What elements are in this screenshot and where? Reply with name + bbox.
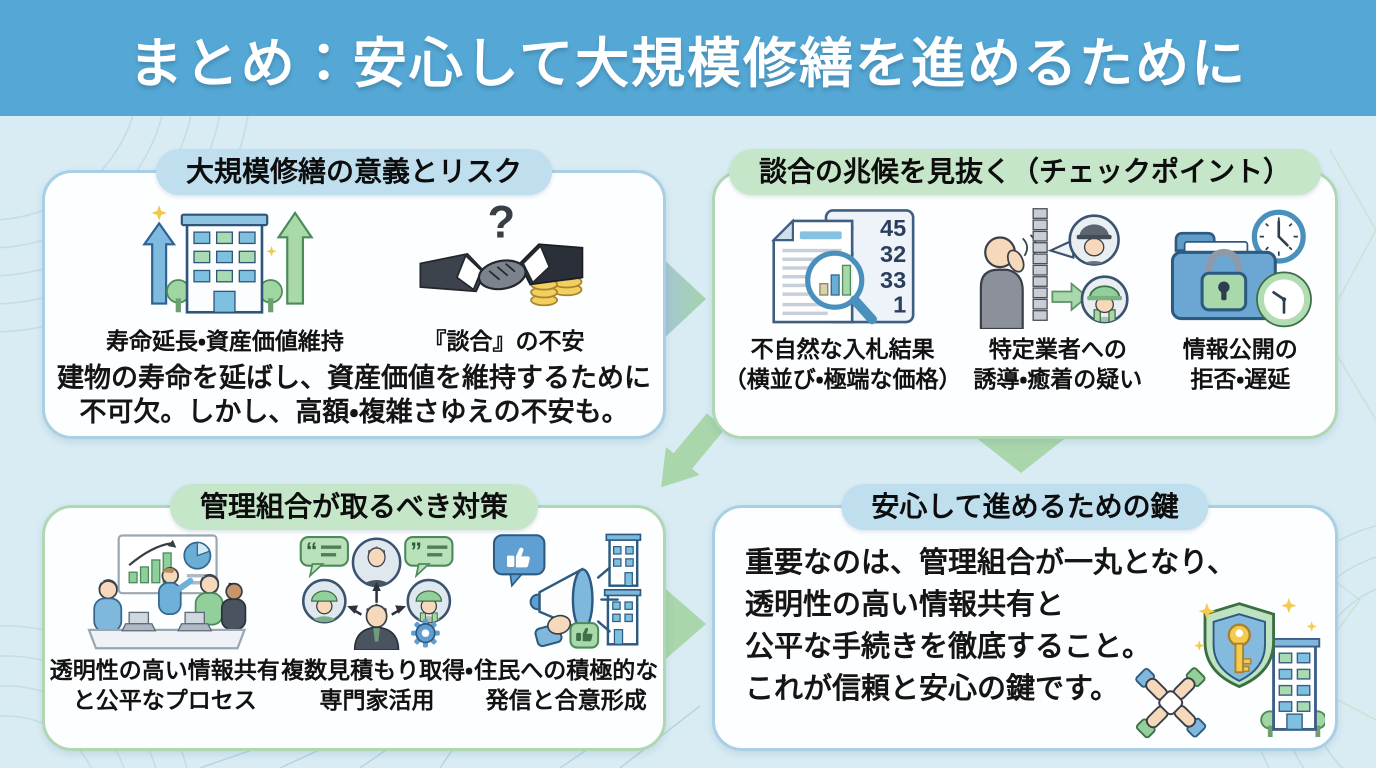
megaphone-consensus-icon bbox=[493, 533, 642, 649]
arrow-down-icon bbox=[974, 436, 1068, 473]
panel-key: 安心して進めるための鍵 重要なのは、管理組合が一丸となり、 透明性の高い情報共有… bbox=[712, 484, 1338, 751]
item-building-value: 寿命延長・資産価値維持 bbox=[106, 199, 344, 357]
panel-significance-title: 大規模修繕の意義とリスク bbox=[155, 149, 553, 195]
item-bid-result: 45 32 33 1 bbox=[724, 207, 962, 395]
caption-line: 複数見積もり取得・ bbox=[281, 657, 473, 683]
body-line: 重要なのは、管理組合が一丸となり、 bbox=[745, 547, 1236, 579]
caption-line: 透明性の高い情報共有 bbox=[49, 657, 280, 683]
building-asset-growth-icon bbox=[142, 205, 315, 314]
caption-line: 住民への積極的な bbox=[474, 657, 659, 683]
handshake-question-icon: ? bbox=[419, 199, 584, 307]
panel-measures: 管理組合が取るべき対策 bbox=[42, 484, 666, 751]
caption-line: 専門家活用 bbox=[319, 686, 435, 713]
panel-measures-title: 管理組合が取るべき対策 bbox=[169, 484, 539, 530]
caption-line: 拒否・遅延 bbox=[1190, 365, 1291, 392]
caption-line: と公平なプロセス bbox=[72, 686, 257, 713]
caption-line: （横並び・極端な価格） bbox=[723, 365, 962, 392]
caption-transparent-meeting: 透明性の高い情報共有 と公平なプロセス bbox=[50, 656, 280, 716]
caption-multiple-quotes: 複数見積もり取得・ 専門家活用 bbox=[281, 656, 473, 716]
caption-bid-result: 不自然な入札結果 （横並び・極端な価格） bbox=[724, 335, 962, 395]
whisper-collusion-icon bbox=[979, 208, 1129, 329]
caption-collusion-worry: 『談合』の不安 bbox=[423, 328, 585, 354]
significance-icon-row: 寿命延長・資産価値維持 ? bbox=[45, 199, 663, 357]
quote-close: ” bbox=[410, 538, 422, 564]
panel-checkpoints-title: 談合の兆候を見抜く（チェックポイント） bbox=[728, 149, 1322, 195]
locked-folder-clock-icon bbox=[1171, 209, 1313, 328]
panel-checkpoints: 談合の兆候を見抜く（チェックポイント） 45 32 33 1 bbox=[712, 149, 1338, 439]
body-line: 不可欠。しかし、高額・複雑さゆえの不安も。 bbox=[79, 397, 629, 428]
question-mark: ? bbox=[487, 199, 515, 247]
body-line: 透明性の高い情報共有と bbox=[745, 589, 1065, 622]
arrow-right-bottom-icon bbox=[660, 584, 706, 664]
item-collusion-whisper: 特定業者への 誘導・癒着の疑い bbox=[967, 207, 1149, 395]
caption-line: 発信と合意形成 bbox=[485, 686, 647, 713]
key-message: 重要なのは、管理組合が一丸となり、 透明性の高い情報共有と 公平な手続きを徹底す… bbox=[745, 542, 1236, 710]
transparent-meeting-icon bbox=[87, 534, 246, 650]
header-banner: まとめ：安心して大規模修繕を進めるために bbox=[0, 0, 1376, 116]
caption-line: 情報公開の bbox=[1182, 336, 1298, 362]
caption-line: 特定業者への bbox=[988, 336, 1127, 362]
joined-hands-icon bbox=[1135, 667, 1207, 739]
multiple-quotes-experts-icon: “ ” bbox=[299, 536, 454, 650]
bid-number: 32 bbox=[880, 241, 906, 267]
bid-number: 1 bbox=[893, 291, 906, 317]
caption-line: 誘導・癒着の疑い bbox=[973, 365, 1143, 392]
caption-information-disclosure: 情報公開の 拒否・遅延 bbox=[1183, 335, 1298, 395]
item-transparent-meeting: 透明性の高い情報共有 と公平なプロセス bbox=[50, 532, 280, 716]
bid-result-magnifier-icon: 45 32 33 1 bbox=[770, 209, 915, 325]
checkpoints-icon-row: 45 32 33 1 bbox=[715, 207, 1335, 395]
caption-line: 不自然な入札結果 bbox=[750, 336, 935, 362]
panel-key-title: 安心して進めるための鍵 bbox=[841, 484, 1209, 530]
item-multiple-quotes: “ ” bbox=[281, 532, 473, 716]
caption-collusion-whisper: 特定業者への 誘導・癒着の疑い bbox=[973, 335, 1142, 395]
caption-building-value: 寿命延長・資産価値維持 bbox=[106, 328, 344, 354]
caption-resident-communication: 住民への積極的な 発信と合意形成 bbox=[474, 656, 658, 716]
body-line: これが信頼と安心の鍵です。 bbox=[745, 673, 1120, 706]
quote-open: “ bbox=[306, 538, 318, 564]
bid-number: 33 bbox=[880, 267, 906, 293]
significance-body: 建物の寿命を延ばし、資産価値を維持するために 不可欠。しかし、高額・複雑さゆえの… bbox=[45, 361, 663, 430]
panel-significance: 大規模修繕の意義とリスク bbox=[42, 149, 666, 439]
gear-icon bbox=[411, 618, 440, 648]
item-collusion-worry: ? 『談 bbox=[406, 199, 602, 357]
item-information-disclosure: 情報公開の 拒否・遅延 bbox=[1154, 207, 1326, 395]
body-line: 建物の寿命を延ばし、資産価値を維持するために bbox=[57, 362, 651, 393]
bid-number: 45 bbox=[880, 215, 906, 241]
page-title: まとめ：安心して大規模修繕を進めるために bbox=[128, 33, 1248, 94]
measures-icon-row: 透明性の高い情報共有 と公平なプロセス “ bbox=[45, 532, 663, 716]
body-line: 公平な手続きを徹底すること。 bbox=[745, 631, 1152, 664]
wall bbox=[1032, 208, 1048, 321]
item-resident-communication: 住民への積極的な 発信と合意形成 bbox=[474, 532, 658, 716]
